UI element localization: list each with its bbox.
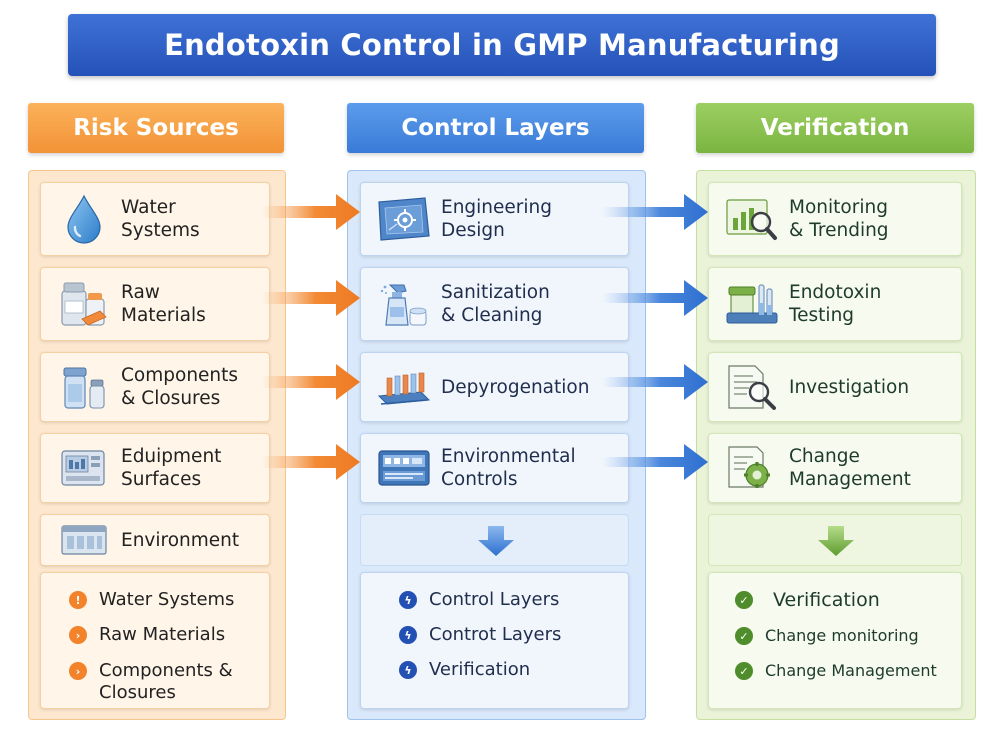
- risk-card-label: Raw Materials: [121, 282, 206, 326]
- control-to-verification-arrow-3: [602, 364, 708, 400]
- control-panel-icon: [375, 443, 433, 493]
- list-item: ϟ Control Layers: [399, 589, 559, 611]
- raw-materials-icon: [55, 279, 113, 329]
- blue-bolt-bullet-icon: ϟ: [399, 661, 417, 679]
- risk-card-water-systems: Water Systems: [40, 182, 270, 256]
- control-card-environmental-controls: Environmental Controls: [360, 433, 629, 503]
- orange-arrow-bullet-icon: ›: [69, 662, 87, 680]
- list-item: ✓ Change monitoring: [735, 625, 919, 647]
- list-item: › Components & Closures: [69, 660, 233, 704]
- green-check-bullet-icon: ✓: [735, 627, 753, 645]
- blue-bolt-bullet-icon: ϟ: [399, 626, 417, 644]
- control-layers-header: Control Layers: [347, 103, 644, 153]
- risk-sources-list: ! Water Systems › Raw Materials › Compon…: [40, 572, 270, 709]
- control-card-label: Sanitization & Cleaning: [441, 282, 550, 326]
- verification-card-label: Change Management: [789, 446, 911, 490]
- test-tube-rack-icon: [723, 279, 781, 329]
- list-item: ✓ Change Management: [735, 660, 937, 682]
- down-arrow-icon: [478, 526, 514, 556]
- cleanroom-icon: [55, 520, 113, 560]
- list-item: › Raw Materials: [69, 624, 225, 646]
- list-item: ✓ Verification: [735, 589, 880, 611]
- orange-bullet-icon: !: [69, 591, 87, 609]
- risk-to-control-arrow-1: [262, 194, 360, 230]
- list-item: ϟ Controt Layers: [399, 624, 561, 646]
- oven-rack-icon: [375, 362, 433, 412]
- control-layers-header-label: Control Layers: [401, 115, 590, 141]
- control-to-verification-arrow-2: [602, 280, 708, 316]
- vials-icon: [55, 362, 113, 412]
- risk-to-control-arrow-3: [262, 364, 360, 400]
- spray-bottle-icon: [375, 279, 433, 329]
- verification-card-change-management: Change Management: [708, 433, 962, 503]
- control-layers-list: ϟ Control Layers ϟ Controt Layers ϟ Veri…: [360, 572, 629, 709]
- verification-card-monitoring-trending: Monitoring & Trending: [708, 182, 962, 256]
- orange-arrow-bullet-icon: ›: [69, 626, 87, 644]
- risk-card-label: Components & Closures: [121, 365, 239, 409]
- down-arrow-icon: [818, 526, 854, 556]
- risk-sources-header-label: Risk Sources: [73, 115, 239, 141]
- risk-card-raw-materials: Raw Materials: [40, 267, 270, 341]
- green-check-bullet-icon: ✓: [735, 662, 753, 680]
- control-card-label: Engineering Design: [441, 197, 552, 241]
- equipment-icon: [55, 443, 113, 493]
- risk-card-label: Environment: [121, 529, 240, 551]
- verification-header: Verification: [696, 103, 974, 153]
- verification-card-endotoxin-testing: Endotoxin Testing: [708, 267, 962, 341]
- water-drop-icon: [55, 194, 113, 244]
- verification-header-label: Verification: [760, 115, 910, 141]
- control-card-engineering-design: Engineering Design: [360, 182, 629, 256]
- chart-magnifier-icon: [723, 194, 781, 244]
- verification-card-label: Monitoring & Trending: [789, 197, 889, 241]
- green-check-bullet-icon: ✓: [735, 591, 753, 609]
- control-card-sanitization-cleaning: Sanitization & Cleaning: [360, 267, 629, 341]
- control-to-verification-arrow-1: [602, 194, 708, 230]
- risk-card-environment: Environment: [40, 514, 270, 566]
- risk-sources-header: Risk Sources: [28, 103, 284, 153]
- verification-flow-box: [708, 514, 962, 566]
- verification-card-label: Investigation: [789, 376, 910, 398]
- document-magnifier-icon: [723, 362, 781, 412]
- diagram-title-bar: Endotoxin Control in GMP Manufacturing: [68, 14, 936, 76]
- list-item: ! Water Systems: [69, 589, 234, 611]
- control-flow-box: [360, 514, 629, 566]
- verification-card-label: Endotoxin Testing: [789, 282, 882, 326]
- list-item: ϟ Verification: [399, 659, 530, 681]
- diagram-title: Endotoxin Control in GMP Manufacturing: [164, 28, 840, 62]
- risk-card-equipment-surfaces: Eduipment Surfaces: [40, 433, 270, 503]
- blueprint-icon: [375, 194, 433, 244]
- control-card-depyrogenation: Depyrogenation: [360, 352, 629, 422]
- risk-card-label: Water Systems: [121, 197, 200, 241]
- blue-bolt-bullet-icon: ϟ: [399, 591, 417, 609]
- document-gear-icon: [723, 443, 781, 493]
- risk-card-label: Eduipment Surfaces: [121, 446, 222, 490]
- verification-card-investigation: Investigation: [708, 352, 962, 422]
- control-card-label: Environmental Controls: [441, 446, 576, 490]
- control-to-verification-arrow-4: [602, 444, 708, 480]
- verification-list: ✓ Verification ✓ Change monitoring ✓ Cha…: [708, 572, 962, 709]
- risk-card-components-closures: Components & Closures: [40, 352, 270, 422]
- control-card-label: Depyrogenation: [441, 376, 590, 398]
- risk-to-control-arrow-2: [262, 280, 360, 316]
- risk-to-control-arrow-4: [262, 444, 360, 480]
